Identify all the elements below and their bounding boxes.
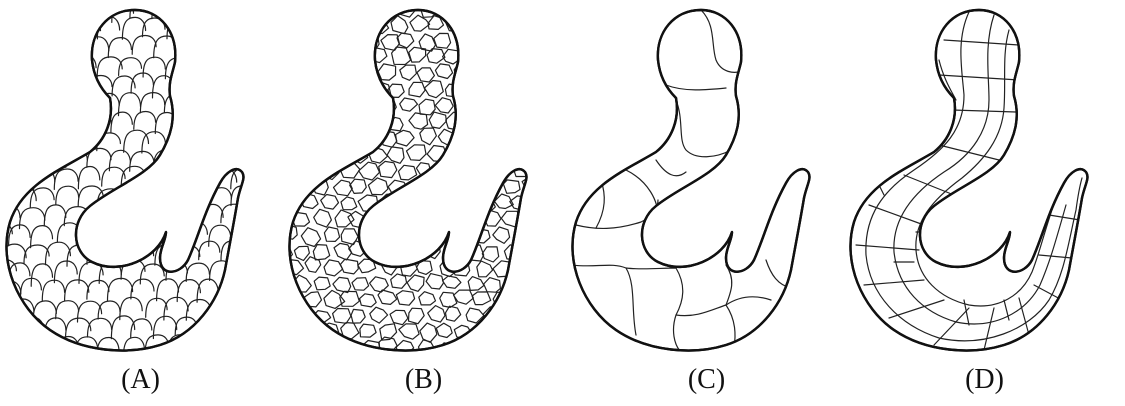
panel-label-b: (B) <box>283 360 564 400</box>
panel-label-c: (C) <box>566 360 847 400</box>
panel-c: (C) <box>566 0 847 406</box>
panel-label-d: (D) <box>844 360 1125 400</box>
hook-d-diagram <box>844 0 1125 360</box>
panel-b: (B) <box>283 0 564 406</box>
panel-d: (D) <box>844 0 1125 406</box>
panel-a: (A) <box>0 0 281 406</box>
hook-b-diagram <box>283 0 564 360</box>
hook-c-diagram <box>566 0 847 360</box>
hook-a-diagram <box>0 0 281 360</box>
panel-label-a: (A) <box>0 360 281 400</box>
